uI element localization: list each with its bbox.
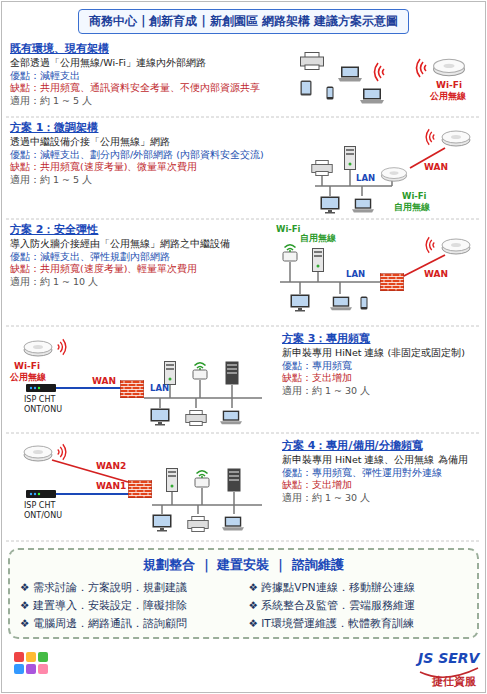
title-band: 商務中心 | 創新育成 | 新創園區 網路架構 建議方案示意圖: [0, 9, 487, 34]
device-label: 公用無線: [10, 373, 46, 383]
panel-heading: 方案 2：安全彈性: [10, 223, 272, 238]
panel-line: 缺點：共用頻寬、通訊資料安全考量、不便內部資源共享: [10, 82, 285, 95]
panel-line: 透過中繼設備介接「公用無線」網路: [10, 136, 305, 149]
diagram-title: 商務中心 | 創新育成 | 新創園區 網路架構 建議方案示意圖: [78, 9, 408, 34]
panel-line: 優點：減輕支出、彈性規劃內部網路: [10, 251, 272, 264]
panel-line: 適用：約 1 ~ 5 人: [10, 95, 285, 108]
service-item: ❖ 建置導入．安裝設定．障礙排除: [20, 599, 239, 613]
logo-text: JS SERV: [418, 651, 479, 666]
device-label: WAN: [424, 163, 448, 173]
panel-line: 優點：專用頻寬、彈性運用對外連線: [282, 467, 480, 480]
device-label: WAN2: [96, 462, 126, 472]
device-label: ISP CHT: [24, 502, 55, 511]
panel-line: 新申裝專用 HiNet 連線 (非固定或固定制): [282, 347, 480, 360]
service-box: 規劃整合 ｜ 建置安裝 ｜ 諮詢維護 ❖ 需求討論．方案說明．規劃建議 ❖ 跨據點V…: [8, 548, 479, 639]
service-item: ❖ IT環境營運維護．軟體教育訓練: [249, 617, 468, 631]
device-label: ONT/ONU: [24, 406, 62, 415]
service-heading: 規劃整合 ｜ 建置安裝 ｜ 諮詢維護: [20, 556, 467, 574]
logo-text: 捷仕資服: [432, 676, 476, 688]
device-label: WAN1: [96, 482, 126, 492]
panel-line: 全部透過「公用無線/Wi-Fi」連線內外部網路: [10, 57, 285, 70]
device-label: LAN: [150, 384, 169, 393]
plan-panel: 方案 3：專用頻寬新申裝專用 HiNet 連線 (非固定或固定制)優點：專用頻寬…: [282, 332, 480, 398]
panel-line: 新申裝專用 HiNet 連線、公用無線 為備用: [282, 454, 480, 467]
panel-line: 缺點：共用頻寬(速度考量)、輕量單次費用: [10, 263, 272, 276]
panel-line: 適用：約 1 ~ 30 人: [282, 385, 480, 398]
service-item: ❖ 跨據點VPN連線．移動辦公連線: [249, 581, 468, 595]
service-item: ❖ 電腦周邊．網路通訊．諮詢顧問: [20, 617, 239, 631]
plan-panel: 既有環境、現有架構全部透過「公用無線/Wi-Fi」連線內外部網路優點：減輕支出缺…: [10, 42, 285, 108]
plan-panel: 方案 2：安全彈性導入防火牆介接經由「公用無線」網路之中繼設備優點：減輕支出、彈…: [10, 223, 272, 289]
device-label: LAN: [356, 174, 375, 183]
panel-heading: 方案 4：專用/備用/分擔頻寬: [282, 439, 480, 454]
device-label: Wi-Fi: [14, 362, 40, 372]
panel-heading: 方案 1：微調架構: [10, 121, 305, 136]
device-label: WAN: [92, 377, 116, 387]
plan-panel: 方案 4：專用/備用/分擔頻寬新申裝專用 HiNet 連線、公用無線 為備用優點…: [282, 439, 480, 505]
panel-line: 優點：減輕支出: [10, 70, 285, 83]
device-label: 自用無線: [300, 234, 336, 243]
panel-heading: 方案 3：專用頻寬: [282, 332, 480, 347]
device-label: 公用無線: [430, 92, 466, 102]
panel-line: 適用：約 1 ~ 30 人: [282, 492, 480, 505]
device-label: Wi-Fi: [276, 225, 301, 234]
service-item: ❖ 系統整合及監管．雲端服務維運: [249, 599, 468, 613]
panel-line: 適用：約 1 ~ 10 人: [10, 276, 272, 289]
service-item: ❖ 需求討論．方案說明．規劃建議: [20, 581, 239, 595]
device-label: LAN: [346, 270, 365, 279]
device-label: Wi-Fi: [436, 81, 462, 91]
panel-line: 優點：減輕支出、劃分內部/外部網路 (內部資料安全交流): [10, 149, 305, 162]
panel-line: 缺點：支出增加: [282, 372, 480, 385]
device-label: ONT/ONU: [24, 512, 62, 521]
panel-line: 缺點：共用頻寬(速度考量)、微量單次費用: [10, 161, 305, 174]
panel-line: 優點：專用頻寬: [282, 360, 480, 373]
panel-line: 導入防火牆介接經由「公用無線」網路之中繼設備: [10, 238, 272, 251]
device-label: ISP CHT: [24, 396, 55, 405]
device-label: 自用無線: [394, 203, 430, 212]
device-label: WAN: [424, 270, 448, 280]
device-label: Wi-Fi: [402, 192, 427, 201]
panel-line: 適用：約 1 ~ 5 人: [10, 174, 305, 187]
plan-panel: 方案 1：微調架構透過中繼設備介接「公用無線」網路優點：減輕支出、劃分內部/外部…: [10, 121, 305, 187]
panel-heading: 既有環境、現有架構: [10, 42, 285, 57]
panel-line: 缺點：支出增加: [282, 479, 480, 492]
